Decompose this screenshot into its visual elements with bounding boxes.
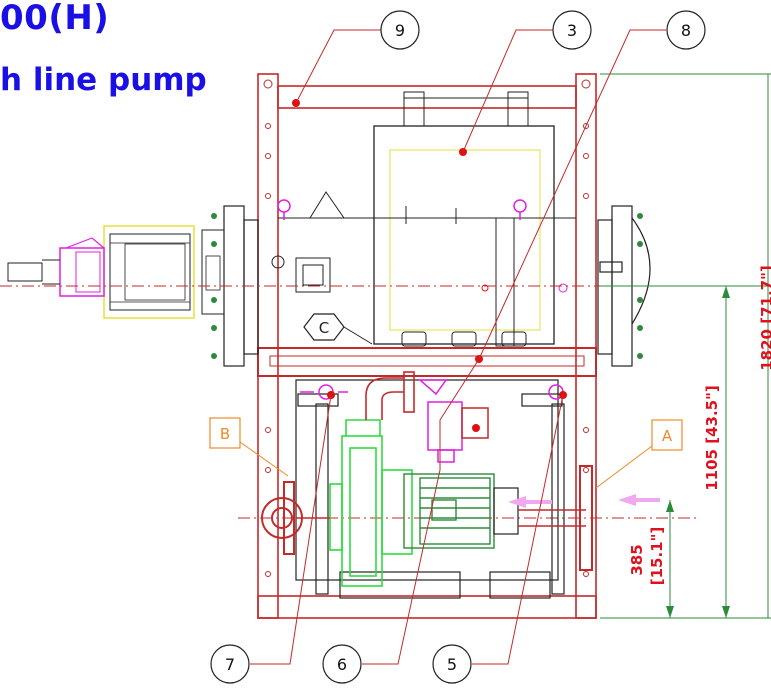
dimension-arrows [666,286,730,618]
flow-arrows [508,494,660,508]
drawing-title-model: 00(H) [0,0,110,38]
connection-label-c: C [319,319,329,337]
balloon-number-3: 3 [567,21,577,40]
actuator-drive [7,225,225,319]
tank-cabinet [271,91,576,347]
pump-motor [403,473,495,549]
skid-frame [257,73,597,619]
balloon-number-8: 8 [681,21,691,40]
dimension-inlet-imperial: [15.1"] [648,527,666,586]
balloon-3: 3 [552,10,592,50]
balloon-8: 8 [666,10,706,50]
inlet-flange-a [579,465,593,571]
connection-label-b: B [220,425,230,443]
item-markers [292,99,567,432]
motor-fan-cover [493,487,519,535]
balloon-number-6: 6 [337,655,347,674]
lifting-eyes [277,199,527,220]
balloon-5: 5 [432,644,472,684]
balloon-number-5: 5 [447,655,457,674]
dimension-inlet-value: 385 [628,544,646,575]
dimension-centerline: 1105 [43.5"] [703,385,721,491]
frame-bolts [263,79,591,577]
drawing-title-description: h line pump [0,62,207,98]
connection-flag-c: C [303,313,373,345]
dimension-overall: 1820 [71.7"] [758,265,771,371]
dimension-lines [600,73,771,619]
leader-lines [250,29,666,665]
outlet-flange-b [261,481,303,555]
base-plate [295,379,565,599]
flange-bolts [211,213,643,359]
balloon-number-9: 9 [395,21,405,40]
valves [300,379,564,463]
balloon-7: 7 [210,644,250,684]
balloon-number-7: 7 [225,655,235,674]
pipework [296,371,586,527]
balloon-9: 9 [380,10,420,50]
connection-flag-a: A [595,419,683,489]
centrifugal-pump [329,419,413,587]
connection-flag-b: B [209,417,289,477]
balloon-6: 6 [322,644,362,684]
connection-label-a: A [662,427,673,445]
